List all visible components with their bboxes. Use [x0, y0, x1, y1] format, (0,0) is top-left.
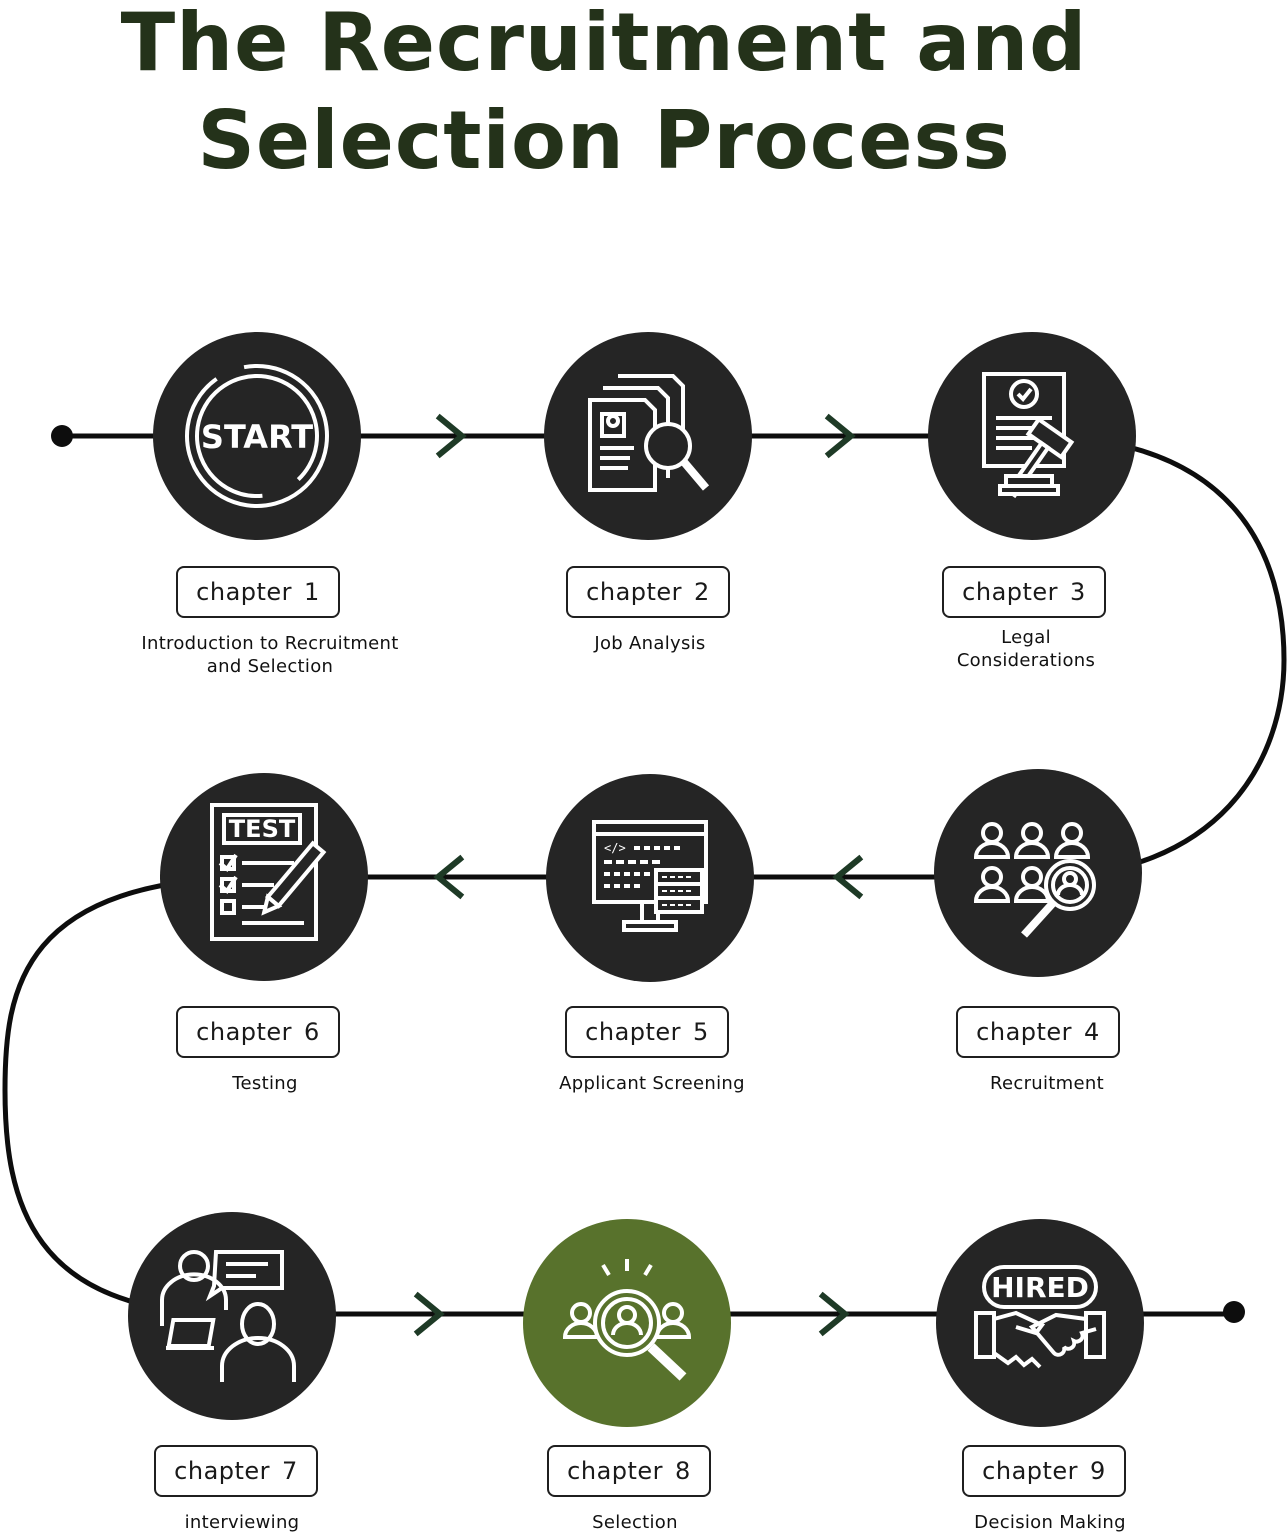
- chapter-number: 7: [282, 1457, 298, 1485]
- caption-line-1: Job Analysis: [594, 633, 706, 654]
- left-curve: [2, 874, 265, 1317]
- candidate-selection-icon: [562, 1259, 692, 1381]
- svg-text:START: START: [201, 418, 313, 456]
- page-title-line-1: The Recruitment and: [120, 0, 1088, 89]
- step-caption-8: Selection: [485, 1511, 785, 1534]
- people-search-icon: [973, 822, 1096, 938]
- step-node-2: [544, 332, 752, 540]
- documents-magnifier-icon: [588, 374, 710, 492]
- chapter-number: 9: [1090, 1457, 1106, 1485]
- chapter-number: 2: [694, 578, 710, 606]
- chapter-word: chapter: [196, 1018, 293, 1046]
- chapter-number: 1: [304, 578, 320, 606]
- chapter-word: chapter: [982, 1457, 1079, 1485]
- chapter-label-9: chapter 9: [962, 1445, 1126, 1497]
- right-curve: [1031, 433, 1287, 880]
- chapter-word: chapter: [586, 578, 683, 606]
- chapter-label-3: chapter 3: [942, 566, 1106, 618]
- chapter-number: 8: [675, 1457, 691, 1485]
- caption-line-1: Decision Making: [974, 1512, 1126, 1533]
- step-circle-1: [153, 332, 361, 540]
- step-node-5: </>: [546, 774, 754, 982]
- caption-line-1: Testing: [232, 1073, 298, 1094]
- step-caption-5: Applicant Screening: [502, 1072, 802, 1095]
- arrow-right-3: [413, 1291, 445, 1337]
- caption-line-1: Applicant Screening: [559, 1073, 745, 1094]
- step-node-8: [523, 1219, 731, 1427]
- step-node-6: TEST: [160, 773, 368, 981]
- step-node-7: [128, 1212, 336, 1420]
- chapter-word: chapter: [585, 1018, 682, 1046]
- svg-text:HIRED: HIRED: [991, 1271, 1089, 1304]
- chapter-number: 6: [304, 1018, 320, 1046]
- caption-line-2: and Selection: [206, 656, 334, 677]
- chapter-label-6: chapter 6: [176, 1006, 340, 1058]
- chapter-label-4: chapter 4: [956, 1006, 1120, 1058]
- caption-line-2: Considerations: [956, 650, 1096, 671]
- start-dot: [51, 425, 73, 447]
- arrow-right-1: [435, 413, 467, 459]
- step-caption-4: Recruitment: [897, 1072, 1197, 1095]
- interview-icon: [160, 1250, 296, 1382]
- arrow-left-1: [832, 854, 864, 900]
- test-checklist-icon: TEST: [210, 803, 327, 941]
- caption-line-1: interviewing: [184, 1512, 300, 1533]
- arrow-left-2: [433, 854, 465, 900]
- step-caption-9: Decision Making: [900, 1511, 1200, 1534]
- chapter-word: chapter: [976, 1018, 1073, 1046]
- start-badge-icon: START: [185, 364, 329, 508]
- chapter-label-8: chapter 8: [547, 1445, 711, 1497]
- arrow-right-4: [818, 1291, 850, 1337]
- step-circle-7: [128, 1212, 336, 1420]
- monitor-code-icon: </>: [592, 820, 708, 932]
- chapter-label-2: chapter 2: [566, 566, 730, 618]
- chapter-label-7: chapter 7: [154, 1445, 318, 1497]
- step-node-9: HIRED: [936, 1219, 1144, 1427]
- hired-handshake-icon: HIRED: [974, 1265, 1106, 1369]
- caption-line-1: Recruitment: [990, 1073, 1104, 1094]
- step-node-1: START: [153, 332, 361, 540]
- step-caption-2: Job Analysis: [500, 632, 800, 655]
- svg-text:TEST: TEST: [229, 815, 296, 843]
- caption-line-1: Legal: [1001, 627, 1051, 648]
- chapter-word: chapter: [196, 578, 293, 606]
- caption-line-1: Introduction to Recruitment: [141, 633, 399, 654]
- chapter-label-5: chapter 5: [565, 1006, 729, 1058]
- chapter-number: 5: [693, 1018, 709, 1046]
- step-node-4: [934, 769, 1142, 977]
- document-gavel-icon: [982, 372, 1075, 499]
- arrow-right-2: [824, 413, 856, 459]
- chapter-word: chapter: [962, 578, 1059, 606]
- step-node-3: [928, 332, 1136, 540]
- step-caption-6: Testing: [115, 1072, 415, 1095]
- chapter-word: chapter: [567, 1457, 664, 1485]
- step-circle-5: [546, 774, 754, 982]
- page-title-line-2: Selection Process: [197, 94, 1011, 187]
- chapter-number: 3: [1070, 578, 1086, 606]
- chapter-word: chapter: [174, 1457, 271, 1485]
- chapter-label-1: chapter 1: [176, 566, 340, 618]
- end-dot: [1223, 1301, 1245, 1323]
- step-caption-7: interviewing: [92, 1511, 392, 1534]
- chapter-number: 4: [1084, 1018, 1100, 1046]
- svg-text:</>: </>: [604, 841, 626, 855]
- caption-line-1: Selection: [592, 1512, 678, 1533]
